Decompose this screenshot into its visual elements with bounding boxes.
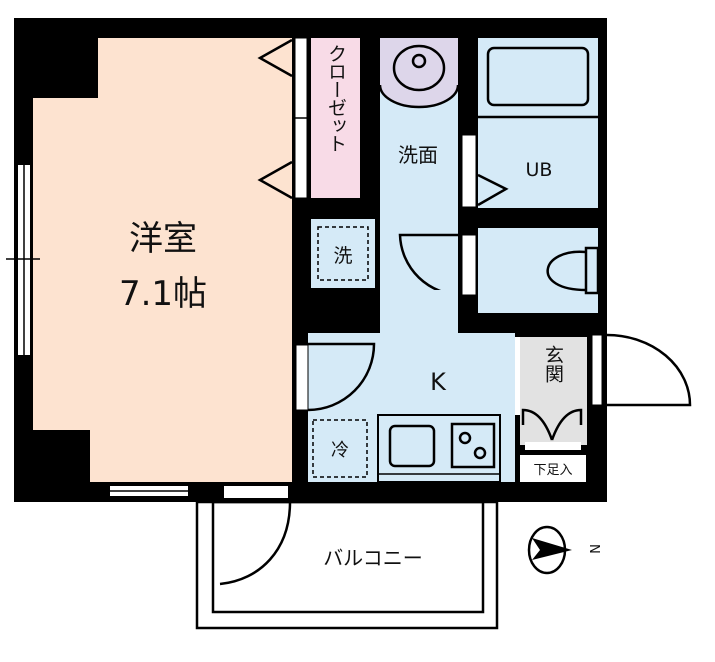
bottom-window (110, 486, 288, 498)
kitchen-door[interactable] (295, 342, 376, 412)
washer-space (311, 219, 375, 288)
bath-door[interactable] (461, 134, 509, 208)
kitchen-label: K (430, 368, 447, 396)
compass-label: N (586, 544, 601, 554)
washroom-label: 洗面 (398, 143, 438, 167)
bathtub (486, 46, 590, 107)
entrance (520, 337, 587, 445)
shoe-box-label: 下足入 (533, 463, 572, 478)
balcony-label: バルコニー (323, 546, 423, 570)
sink-icon (388, 424, 436, 468)
fridge-label: 冷 (331, 440, 349, 461)
shoe-box (520, 408, 586, 482)
toilet-room (478, 228, 598, 313)
washer-label: 洗 (333, 245, 352, 267)
toilet-icon (546, 246, 600, 295)
western-room-name: 洋室 (129, 219, 197, 259)
balcony-door[interactable] (219, 501, 292, 586)
wash-basin (378, 38, 460, 109)
entrance-door[interactable] (591, 333, 692, 407)
left-window (6, 165, 40, 355)
compass-icon (527, 525, 572, 575)
western-room (33, 38, 292, 482)
unit-bath-label: UB (526, 159, 553, 181)
closet-label: クローゼット (325, 44, 347, 152)
balcony (195, 500, 499, 630)
entrance-label: 玄関 (542, 345, 564, 383)
closet (311, 38, 360, 198)
western-room-size: 7.1帖 (119, 274, 207, 314)
closet-doors[interactable] (257, 37, 308, 200)
stove-icon (450, 422, 496, 469)
kitchen-counter (377, 414, 501, 483)
unit-bath (478, 38, 598, 208)
